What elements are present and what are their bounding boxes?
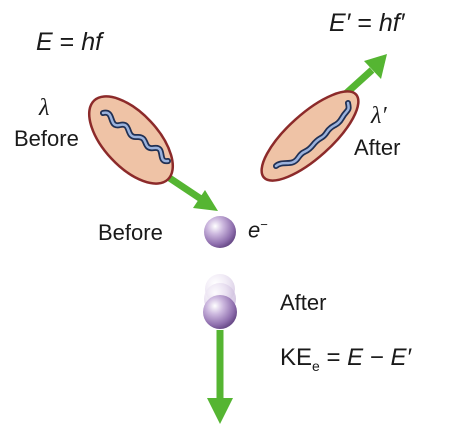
- electron-after-label: After: [280, 292, 326, 314]
- equals-sign: =: [357, 9, 379, 37]
- scattered-energy-equation: E′ = hf′: [329, 11, 404, 36]
- equals-sign: =: [60, 28, 82, 56]
- scattered-wavelength-symbol: λ′: [371, 104, 387, 128]
- incoming-energy-hf: hf: [81, 28, 102, 56]
- electron-before-label: Before: [98, 222, 163, 244]
- scattered-energy-hf: hf′: [379, 9, 405, 37]
- equals-sign: =: [326, 344, 347, 371]
- ke-subscript: e: [312, 358, 320, 374]
- incoming-energy-symbol: E: [36, 28, 53, 56]
- ke-symbol: KE: [280, 344, 312, 371]
- scattered-photon-packet: [249, 78, 371, 194]
- incoming-wavelength-symbol: λ: [39, 96, 49, 120]
- electron-symbol-letter: e: [248, 217, 260, 242]
- electron-charge: −: [260, 217, 268, 232]
- kinetic-energy-equation: KEe = E − E′: [280, 346, 411, 373]
- scattered-photon-label: After: [354, 137, 400, 159]
- ke-energy-after: E′: [391, 344, 412, 371]
- incoming-photon-label: Before: [14, 128, 79, 150]
- electron-symbol: e−: [248, 218, 268, 241]
- incoming-energy-equation: E = hf: [36, 30, 102, 55]
- electron-after: [203, 274, 237, 329]
- scattered-energy-symbol: E′: [329, 9, 350, 37]
- minus-sign: −: [370, 344, 384, 371]
- electron-recoil-arrow: [207, 330, 233, 424]
- electron-before: [204, 216, 236, 248]
- ke-energy-before: E: [347, 344, 363, 371]
